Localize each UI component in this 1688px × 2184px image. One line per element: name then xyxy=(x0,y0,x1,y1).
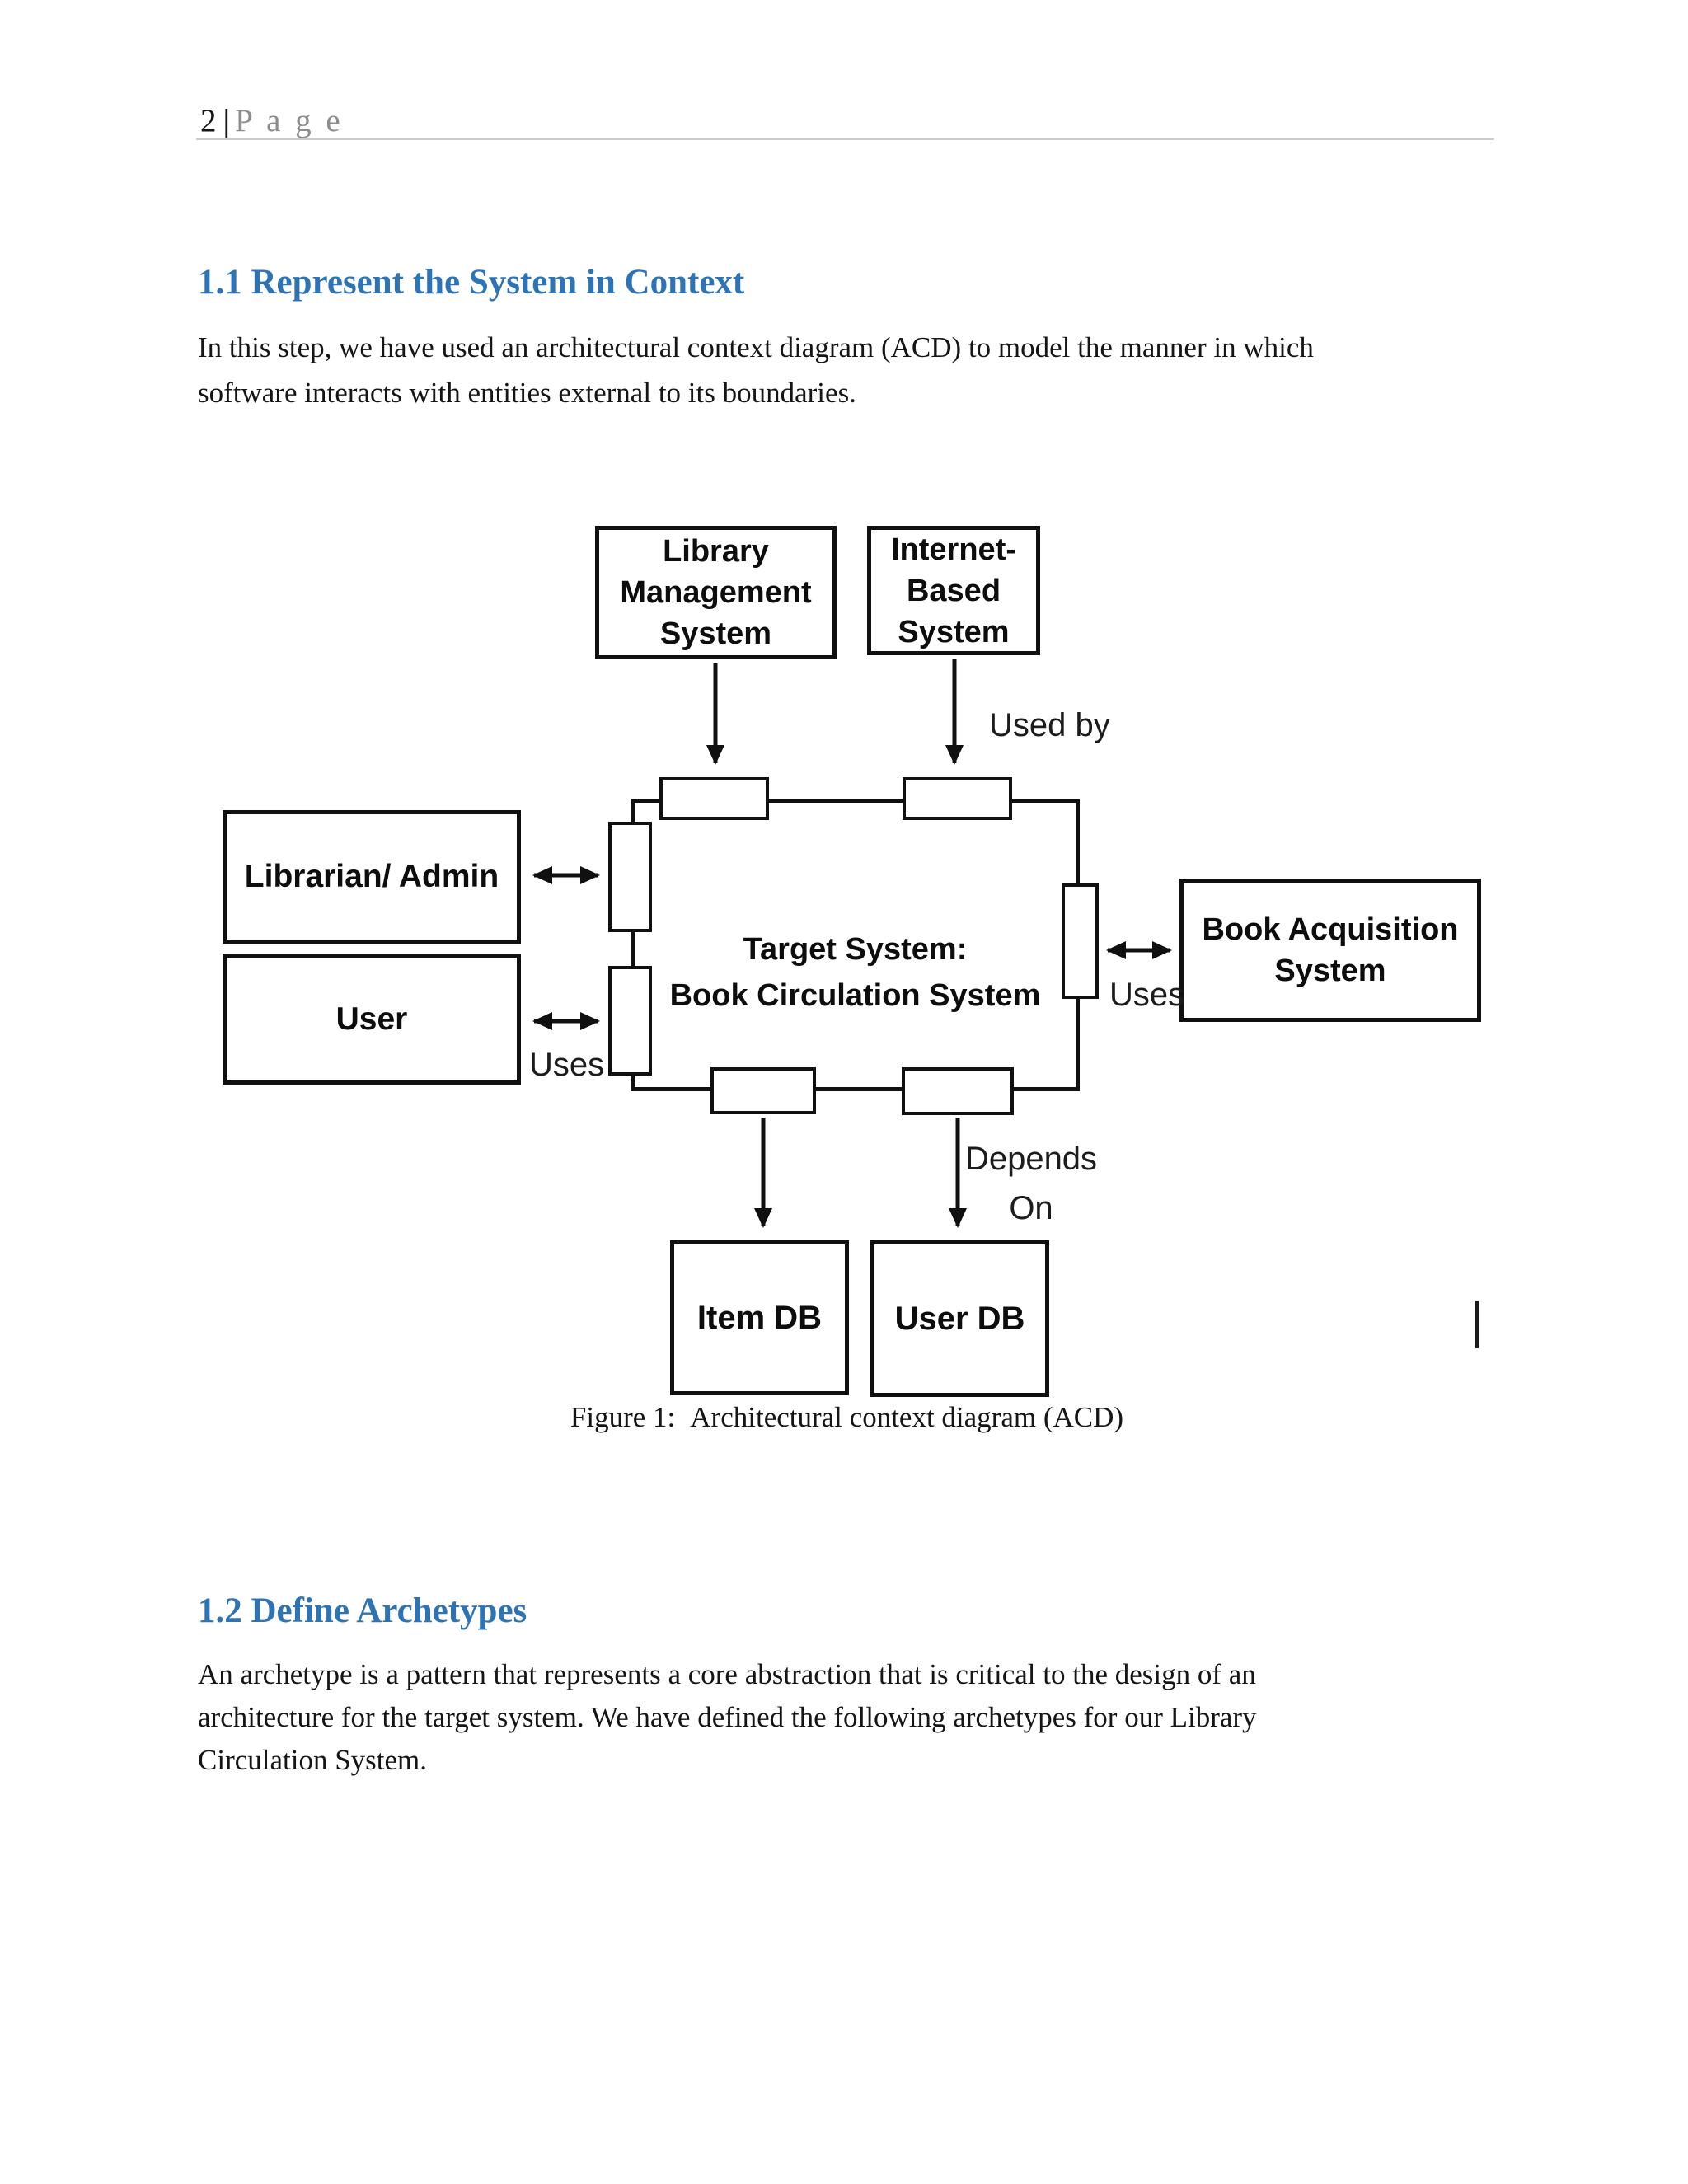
section-1-2-paragraph: An archetype is a pattern that represent… xyxy=(198,1658,1508,1787)
edge-label-line: Depends xyxy=(964,1141,1098,1177)
text-cursor xyxy=(1475,1301,1479,1348)
diagram-box-target-system: Target System: Book Circulation System xyxy=(631,799,1080,1091)
box-label-line: Librarian/ Admin xyxy=(244,859,499,894)
edge-label-uses-left: Uses xyxy=(529,1047,605,1083)
page-word: P a g e xyxy=(235,103,344,138)
paragraph-line: software interacts with entities externa… xyxy=(198,377,856,409)
header-rule xyxy=(196,138,1494,140)
box-label-line: Internet- xyxy=(891,532,1016,567)
box-label-line: Library xyxy=(663,534,769,569)
interface-port-top-right xyxy=(903,777,1012,820)
paragraph-line: architecture for the target system. We h… xyxy=(198,1701,1257,1733)
figure-caption: Figure 1: Architectural context diagram (… xyxy=(198,1401,1496,1434)
box-label-line: System xyxy=(1274,954,1386,988)
figure-caption-label: Figure 1: xyxy=(570,1401,676,1433)
diagram-box-librarian-admin: Librarian/ Admin xyxy=(223,810,521,944)
interface-port-left-upper xyxy=(608,822,652,932)
interface-port-bottom-left xyxy=(710,1067,816,1114)
box-label-line: System xyxy=(898,614,1010,649)
edge-label-used-by: Used by xyxy=(989,707,1110,743)
edge-label-uses-right: Uses xyxy=(1109,977,1185,1013)
box-label-line: User DB xyxy=(894,1300,1025,1337)
box-label-line: Item DB xyxy=(696,1299,823,1336)
interface-port-bottom-right xyxy=(902,1067,1014,1115)
box-label-line: System xyxy=(659,616,772,651)
interface-port-right xyxy=(1062,883,1099,999)
page-header: 2|P a g e xyxy=(200,102,344,139)
box-label-line: Management xyxy=(620,575,812,610)
edge-label-line: On xyxy=(1009,1190,1053,1226)
interface-port-left-lower xyxy=(608,966,652,1076)
interface-port-top-left xyxy=(659,777,769,820)
diagram-box-user: User xyxy=(223,954,521,1085)
box-label-line: Based xyxy=(906,573,1001,608)
section-1-1-paragraph: In this step, we have used an architectu… xyxy=(198,331,1508,422)
edge-label-depends-on: Depends On xyxy=(961,1134,1101,1233)
paragraph-line: An archetype is a pattern that represent… xyxy=(198,1658,1256,1690)
page-number: 2 xyxy=(200,103,217,138)
box-label-line: Book Circulation System xyxy=(669,978,1041,1013)
paragraph-line: Circulation System. xyxy=(198,1744,428,1776)
diagram-box-book-acquisition-system: Book Acquisition System xyxy=(1179,879,1481,1022)
diagram-box-user-db: User DB xyxy=(870,1240,1049,1397)
figure-caption-text: Architectural context diagram (ACD) xyxy=(690,1401,1124,1433)
paragraph-line: In this step, we have used an architectu… xyxy=(198,331,1314,363)
header-separator: | xyxy=(223,103,231,138)
box-label-line: Target System: xyxy=(743,932,968,967)
section-1-1-heading: 1.1 Represent the System in Context xyxy=(198,263,745,302)
diagram-box-internet-based-system: Internet- Based System xyxy=(867,526,1040,655)
diagram-box-library-management-system: Library Management System xyxy=(595,526,837,659)
box-label-line: Book Acquisition xyxy=(1202,912,1459,947)
diagram-box-item-db: Item DB xyxy=(670,1240,849,1395)
box-label-line: User xyxy=(335,1001,408,1037)
section-1-2-heading: 1.2 Define Archetypes xyxy=(198,1591,528,1630)
